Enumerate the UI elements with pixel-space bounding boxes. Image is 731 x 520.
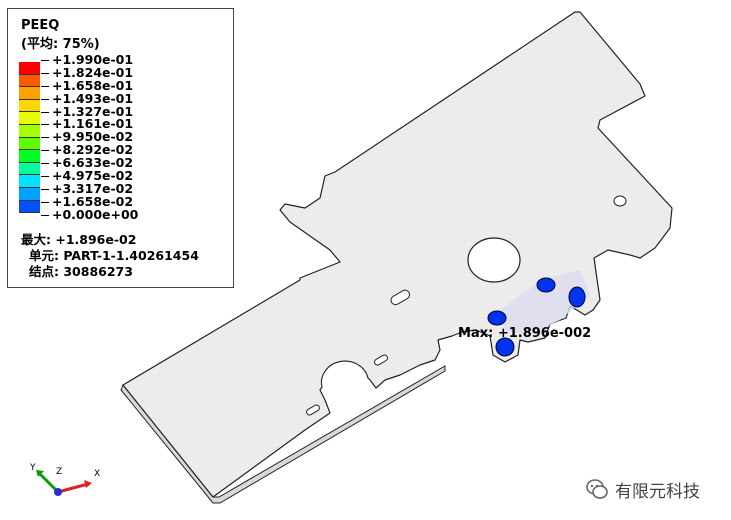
legend-max-value: 最大: +1.896e-02 (21, 232, 137, 247)
axis-triad: Y Z X (29, 463, 100, 496)
watermark-text: 有限元科技 (615, 481, 700, 502)
legend-tick (41, 98, 49, 100)
legend-level-value: +4.975e-02 (52, 168, 134, 184)
stress-region (500, 270, 590, 335)
legend-tick (41, 150, 49, 152)
legend-tick (41, 188, 49, 190)
large-hole (467, 237, 521, 283)
legend-node-id: 结点: 30886273 (29, 264, 133, 279)
triad-z-label: Z (56, 467, 62, 477)
strain-spot-2 (568, 286, 586, 308)
legend-tick (41, 60, 49, 61)
legend-level-value: +1.658e-01 (52, 77, 134, 93)
legend-tick (41, 85, 49, 87)
legend-level-value: +9.950e-02 (52, 129, 134, 145)
legend-level-value: +1.161e-01 (52, 116, 134, 132)
legend-level-label: +1.658e-02 (41, 195, 138, 208)
legend-level-value: +1.658e-02 (52, 193, 134, 209)
legend-level-value: +1.990e-01 (52, 52, 134, 67)
legend-level-label: +1.493e-01 (41, 92, 138, 105)
legend-swatch (19, 162, 40, 176)
legend-level-label: +1.161e-01 (41, 117, 138, 130)
legend-swatch (19, 87, 40, 100)
strain-spot-4 (495, 337, 515, 357)
legend-level-value: +1.824e-01 (52, 64, 134, 80)
legend-tick (41, 163, 49, 165)
legend-title: PEEQ (21, 18, 60, 33)
legend-swatch (19, 137, 40, 151)
legend-levels: +1.990e-01+1.824e-01+1.658e-01+1.493e-01… (41, 53, 138, 221)
legend-level-label: +6.633e-02 (41, 156, 138, 169)
legend-tick (41, 176, 49, 178)
legend-level-value: +8.292e-02 (52, 142, 134, 158)
max-value-annotation: Max: +1.896e-002 (458, 326, 592, 341)
watermark: 有限元科技 (585, 476, 700, 502)
legend-level-value: +1.493e-01 (52, 90, 134, 106)
legend-swatch (19, 187, 40, 201)
legend-level-label: +1.658e-01 (41, 79, 138, 92)
small-hole (613, 195, 627, 207)
legend-level-label: +8.292e-02 (41, 143, 138, 156)
wechat-logo-icon (586, 479, 608, 499)
semicircle-cutout (320, 360, 369, 388)
part-edge-thickness (120, 365, 446, 504)
legend-level-label: +3.317e-02 (41, 182, 138, 195)
triad-x-label: X (94, 469, 100, 479)
legend-level-value: +1.327e-01 (52, 103, 134, 119)
slot-1 (390, 289, 411, 306)
legend-element-id: 单元: PART-1-1.40261454 (29, 248, 199, 263)
legend-tick (41, 201, 49, 203)
legend-tick (41, 72, 49, 74)
triad-y-label: Y (29, 463, 36, 473)
legend-level-value: +3.317e-02 (52, 180, 134, 196)
legend-swatch (19, 62, 40, 75)
slot-3 (306, 404, 320, 416)
legend-level-label: +9.950e-02 (41, 130, 138, 143)
legend-level-label: +1.824e-01 (41, 66, 138, 79)
legend-level-value: +6.633e-02 (52, 155, 134, 171)
legend-swatch (19, 112, 40, 125)
legend-level-value: +0.000e+00 (52, 206, 139, 222)
legend-swatch (19, 175, 40, 188)
legend-level-label: +4.975e-02 (41, 169, 138, 182)
legend-level-label: +0.000e+00 (41, 208, 138, 221)
legend-swatch (19, 124, 40, 138)
legend-swatch (19, 150, 40, 163)
slot-2 (374, 354, 388, 366)
legend-swatch (19, 74, 40, 88)
strain-spot-1 (536, 277, 556, 293)
legend-tick (41, 111, 49, 113)
legend-tick (41, 137, 49, 139)
strain-spot-3 (487, 310, 507, 326)
legend-level-label: +1.327e-01 (41, 105, 138, 118)
legend-level-label: +1.990e-01 (41, 53, 138, 66)
legend-averaging: (平均: 75%) (21, 37, 100, 52)
legend-tick (41, 124, 49, 126)
legend-swatch (19, 200, 40, 214)
legend-swatch (19, 99, 40, 113)
legend-color-bar (19, 62, 40, 214)
contour-legend[interactable]: PEEQ (平均: 75%) +1.990e-01+1.824e-01+1.65… (7, 8, 234, 288)
legend-tick (41, 214, 49, 216)
